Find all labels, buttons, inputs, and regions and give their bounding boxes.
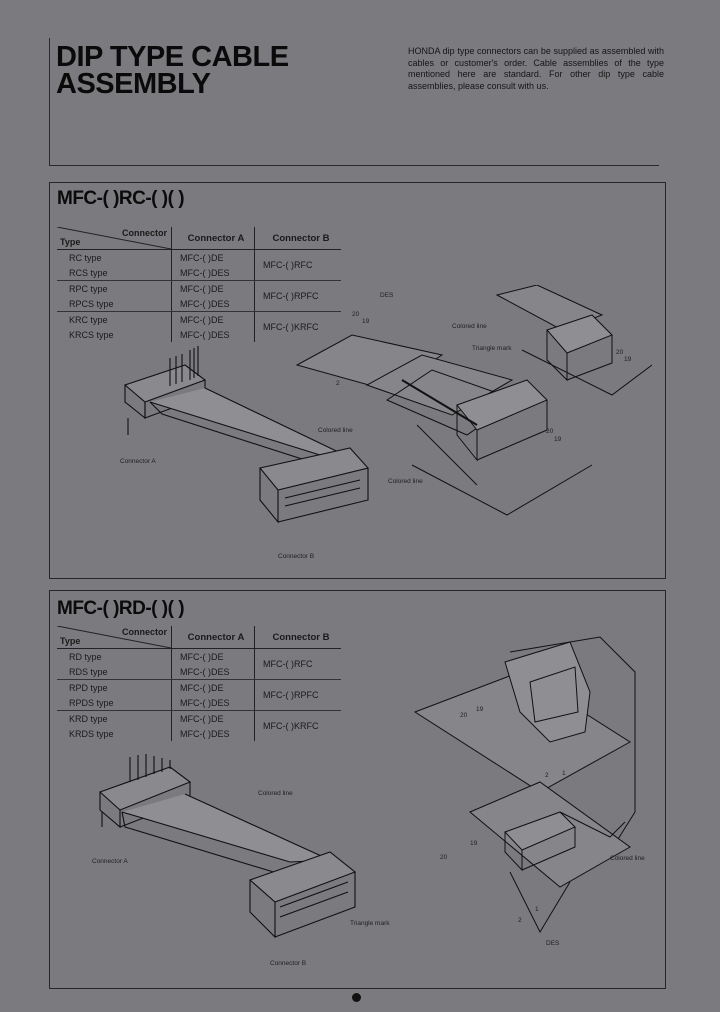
table-cell-type: RDS type (57, 664, 172, 680)
table-header-type: Type (60, 636, 81, 646)
table-cell-a: MFC-( )DES (171, 664, 255, 680)
table-cell-a: MFC-( )DES (171, 296, 255, 312)
table-header-b: Connector B (254, 626, 341, 649)
table-cell-type: KRD type (69, 713, 108, 724)
table-cell-a: MFC-( )DES (171, 265, 255, 281)
section-rd-cable-drawing (98, 754, 357, 939)
label-num-19: 19 (624, 356, 632, 363)
label-num-20: 20 (460, 712, 468, 719)
table-cell-type: RPD type (69, 682, 108, 693)
label-triangle-mark: Triangle mark (472, 345, 512, 352)
table-cell-b: MFC-( )RPFC (254, 280, 341, 312)
label-num-2: 2 (545, 772, 549, 779)
table-cell-a: MFC-( )DE (171, 679, 255, 695)
section-rc-table: Connector Type Connector A Connector B R… (57, 227, 341, 342)
table-cell-b: MFC-( )KRFC (254, 710, 341, 741)
label-num-20: 20 (440, 854, 448, 861)
table-cell-type: RPCS type (57, 296, 172, 312)
section-rd-exploded-drawing (413, 636, 636, 934)
table-cell-type: KRC type (69, 314, 108, 325)
page-number-dot (352, 993, 361, 1002)
label-num-19: 19 (476, 706, 484, 713)
table-cell-type: RPDS type (57, 695, 172, 711)
table-cell-a: MFC-( )DE (171, 249, 255, 265)
label-num-20: 20 (616, 349, 624, 356)
table-header-a: Connector A (171, 626, 255, 649)
label-connector-b: Connector B (278, 553, 315, 560)
table-cell-type: KRCS type (69, 329, 114, 340)
label-connector-b: Connector B (270, 960, 307, 967)
section-rc-cable-drawing (123, 346, 370, 524)
header-rule-left (49, 38, 50, 166)
section-rc-model: MFC-( )RC-( )( ) (57, 188, 185, 209)
label-triangle-mark: Triangle mark (350, 920, 390, 927)
label-colored-line: Colored line (452, 323, 487, 330)
table-cell-a: MFC-( )DES (171, 695, 255, 711)
table-cell-a: MFC-( )DE (171, 648, 255, 664)
table-header-type: Type (60, 237, 81, 247)
table-cell-type: RPC type (69, 283, 108, 294)
label-num-2: 2 (518, 917, 522, 924)
section-rc-panel (49, 182, 666, 579)
label-des: DES (380, 292, 394, 299)
table-header-a: Connector A (171, 227, 255, 250)
header-rule-bottom (49, 165, 659, 166)
table-cell-type: RC type (69, 252, 102, 263)
label-num-2: 2 (336, 380, 340, 387)
label-num-20: 20 (546, 428, 554, 435)
label-des: DES (546, 940, 560, 947)
table-header-type-connector: Connector Type (57, 227, 172, 250)
section-rd-table: Connector Type Connector A Connector B R… (57, 626, 341, 741)
table-cell-a: MFC-( )DE (171, 280, 255, 296)
table-cell-a: MFC-( )DE (171, 710, 255, 726)
table-cell-b: MFC-( )RFC (254, 249, 341, 281)
label-num-1: 1 (562, 770, 566, 777)
table-cell-a: MFC-( )DES (171, 726, 255, 741)
table-cell-b: MFC-( )RFC (254, 648, 341, 680)
intro-paragraph: HONDA dip type connectors can be supplie… (408, 46, 664, 91)
table-cell-a: MFC-( )DES (171, 327, 255, 342)
label-num-19: 19 (554, 436, 562, 443)
label-num-19: 19 (470, 840, 478, 847)
label-num-19: 19 (362, 318, 370, 325)
table-cell-type: RCS type (57, 265, 172, 281)
label-colored-line: Colored line (318, 427, 353, 434)
table-header-type-connector: Connector Type (57, 626, 172, 649)
section-rc-exploded-drawing (295, 285, 652, 516)
label-num-20: 20 (352, 311, 360, 318)
label-colored-line: Colored line (388, 478, 423, 485)
table-cell-b: MFC-( )KRFC (254, 311, 341, 342)
section-rd-panel (49, 590, 666, 989)
label-colored-line: Colored line (258, 790, 293, 797)
page-title-line2: ASSEMBLY (56, 68, 211, 100)
table-header-connector: Connector (122, 228, 167, 238)
section-rd-model: MFC-( )RD-( )( ) (57, 598, 185, 619)
table-header-b: Connector B (254, 227, 341, 250)
table-cell-type: RD type (69, 651, 102, 662)
page-title: DIP TYPE CABLE ASSEMBLY (56, 41, 306, 100)
label-num-1: 1 (535, 906, 539, 913)
page-title-line1: DIP TYPE CABLE (56, 41, 289, 73)
label-connector-a: Connector A (120, 458, 156, 465)
table-cell-type: KRDS type (69, 728, 114, 739)
label-colored-line: Colored line (610, 855, 645, 862)
table-header-connector: Connector (122, 627, 167, 637)
label-connector-a: Connector A (92, 858, 128, 865)
table-cell-b: MFC-( )RPFC (254, 679, 341, 711)
table-cell-a: MFC-( )DE (171, 311, 255, 327)
